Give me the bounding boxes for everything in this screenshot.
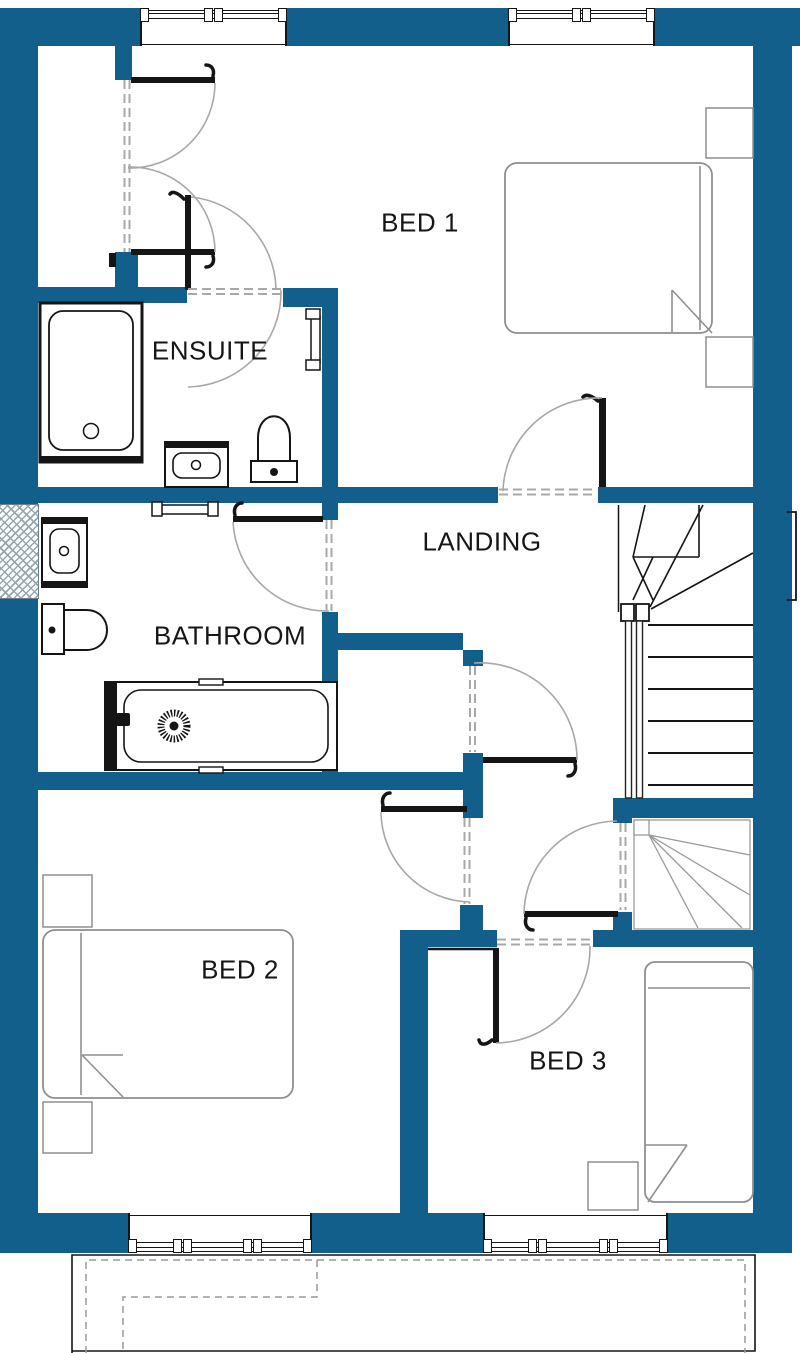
bed1-wardrobe-doors xyxy=(123,63,216,269)
overstairs-cupboard-door xyxy=(523,820,627,932)
bed3-furniture xyxy=(587,961,754,1211)
wall-cupboard-stub-bottom xyxy=(463,753,483,772)
window-outer-line xyxy=(485,1250,666,1252)
staircase xyxy=(617,504,754,799)
airing-cupboard-door xyxy=(469,662,578,778)
bed2-door xyxy=(380,791,471,904)
bed3-door xyxy=(428,938,591,1046)
wall-landing-north-west xyxy=(38,487,498,503)
wall-bed2-door-stub-bottom xyxy=(460,905,483,932)
bed1-bedside-table xyxy=(705,107,754,159)
overstairs-cupboard xyxy=(633,819,751,930)
window-end-cap xyxy=(140,8,149,22)
bathroom-bath-icon xyxy=(104,678,338,774)
bed3-bedside-table xyxy=(587,1161,639,1211)
wall-wardrobe-stub-top xyxy=(115,46,132,80)
window-sill-line xyxy=(510,43,653,45)
wall-bathroom-door-stub xyxy=(322,503,338,520)
ensuite-shower-icon xyxy=(38,301,144,464)
ensuite-radiator-icon xyxy=(305,308,321,371)
bed2-furniture xyxy=(42,874,294,1154)
window-mullion xyxy=(243,1239,253,1253)
bed1-door xyxy=(499,393,606,496)
party-wall-bracket xyxy=(787,511,797,601)
room-label-ensuite: ENSUITE xyxy=(151,335,269,366)
wall-cupboard-north xyxy=(335,633,463,650)
window-mullion xyxy=(538,1239,548,1253)
window-outer-line xyxy=(130,1250,310,1252)
wall-overstairs-stub-top xyxy=(613,798,632,823)
wall-bed3-north-west xyxy=(420,930,497,947)
ground-floor-outline xyxy=(71,1254,756,1353)
window-mullion xyxy=(213,8,223,22)
wall-stairs-south xyxy=(617,798,753,818)
window-mullion xyxy=(581,8,591,22)
bed2-bedside-table xyxy=(42,1101,93,1154)
ensuite-toilet-icon xyxy=(250,415,298,483)
wall-landing-north-east xyxy=(598,487,753,503)
bed1-bedside-table xyxy=(705,336,754,388)
bathroom-toilet-icon xyxy=(41,603,108,655)
window-mullion xyxy=(203,8,213,22)
bathroom-door xyxy=(232,501,333,612)
window-mullion xyxy=(599,1239,609,1253)
window-bed2 xyxy=(128,1213,312,1253)
wall-cupboard-stub-top xyxy=(463,650,483,666)
window-sill-line xyxy=(142,43,285,45)
window-end-cap xyxy=(128,1239,137,1253)
wall-ensuite-north xyxy=(38,287,187,303)
bathroom-radiator-icon xyxy=(151,501,219,517)
ensuite-door xyxy=(187,288,282,388)
wall-bed2-door-stub-top xyxy=(463,790,483,818)
window-bed1-right xyxy=(508,8,655,46)
window-mullion xyxy=(173,1239,183,1253)
window-glazing xyxy=(490,1242,661,1248)
window-mullion xyxy=(609,1239,619,1253)
window-end-cap xyxy=(483,1239,492,1253)
wall-exterior-right xyxy=(753,46,792,1253)
window-mullion xyxy=(183,1239,193,1253)
window-sill-line xyxy=(130,1214,310,1216)
window-mullion xyxy=(528,1239,538,1253)
window-mullion xyxy=(253,1239,263,1253)
room-label-bed1: BED 1 xyxy=(381,207,459,238)
party-wall-hatch xyxy=(0,504,39,599)
window-end-cap xyxy=(508,8,517,22)
wall-exterior-left xyxy=(0,8,38,1253)
wall-bed3-north-east xyxy=(593,930,753,947)
room-label-landing: LANDING xyxy=(422,526,542,557)
wall-ensuite-north-east xyxy=(283,288,338,307)
window-glazing xyxy=(135,1242,305,1248)
wardrobe-hinge-cap xyxy=(109,253,116,267)
window-end-cap xyxy=(303,1239,312,1253)
wall-bathroom-south xyxy=(0,772,483,790)
wall-wardrobe-stub-bottom xyxy=(115,252,138,290)
window-bed1-left xyxy=(140,8,287,46)
bed1-furniture xyxy=(504,107,754,388)
window-sill-line xyxy=(485,1214,666,1216)
bathroom-washbasin-icon xyxy=(41,517,88,588)
room-label-bed3: BED 3 xyxy=(529,1045,607,1076)
room-label-bathroom: BATHROOM xyxy=(153,620,307,651)
wall-bed2-bed3-divider xyxy=(400,930,428,1213)
wall-exterior-top xyxy=(0,8,800,46)
window-end-cap xyxy=(646,8,655,22)
window-mullion xyxy=(571,8,581,22)
window-end-cap xyxy=(278,8,287,22)
bed2-bedside-table xyxy=(42,874,93,928)
bed1-entry-door xyxy=(168,190,277,290)
room-label-bed2: BED 2 xyxy=(201,954,279,985)
ensuite-washbasin-icon xyxy=(164,441,229,488)
wall-ensuite-east xyxy=(322,303,338,487)
window-end-cap xyxy=(659,1239,668,1253)
window-bed3 xyxy=(483,1213,668,1253)
